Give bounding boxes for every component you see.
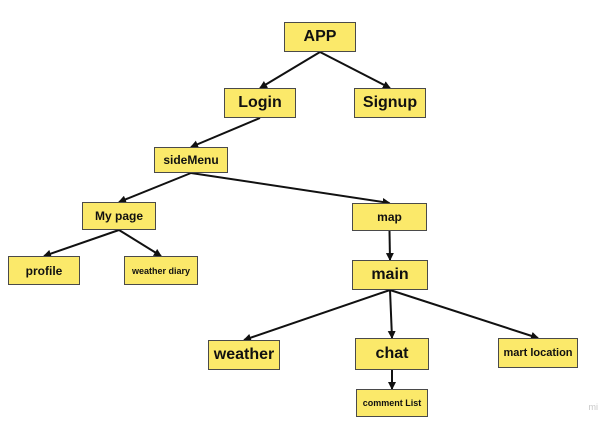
node-comment-list: comment List — [356, 389, 428, 417]
edge-login-to-sidemenu — [190, 117, 261, 148]
edge-main-to-chat — [387, 289, 396, 339]
node-signup: Signup — [354, 88, 426, 118]
edge-sidemenu-to-mypage — [118, 172, 192, 204]
node-mypage: My page — [82, 202, 156, 230]
edge-app-to-login — [259, 51, 321, 89]
watermark-text: mi — [588, 402, 599, 412]
edge-mypage-to-profile — [43, 229, 120, 258]
edge-sidemenu-to-map — [190, 172, 391, 206]
node-weather: weather — [208, 340, 280, 370]
node-chat: chat — [355, 338, 429, 370]
node-mart-location: mart location — [498, 338, 578, 368]
node-sidemenu: sideMenu — [154, 147, 228, 173]
edge-map-to-main — [385, 230, 394, 261]
edge-main-to-mart-location — [389, 289, 539, 340]
node-weather-diary: weather diary — [124, 256, 198, 285]
node-profile: profile — [8, 256, 80, 285]
edge-app-to-signup — [319, 51, 391, 89]
edge-main-to-weather — [243, 289, 391, 342]
node-login: Login — [224, 88, 296, 118]
node-main: main — [352, 260, 428, 290]
node-app: APP — [284, 22, 356, 52]
edge-mypage-to-weather-diary — [118, 229, 162, 257]
node-map: map — [352, 203, 427, 231]
